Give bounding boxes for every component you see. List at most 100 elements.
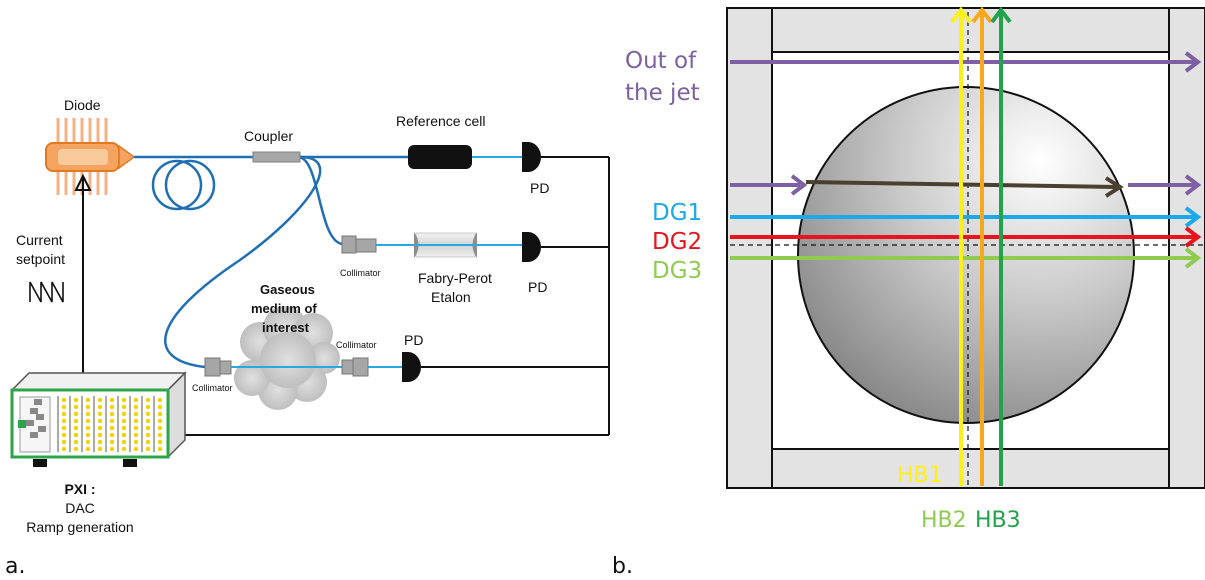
- pxi-slot-dot: [121, 446, 127, 452]
- pxi-slot-dot: [145, 404, 151, 410]
- pxi-slot-dot: [133, 397, 139, 403]
- pxi-slot-dot: [157, 439, 163, 445]
- laser-diode: [45, 118, 136, 195]
- pxi-slot-dot: [85, 432, 91, 438]
- pd1-label: PD: [530, 180, 549, 196]
- coupler: [252, 151, 301, 163]
- pxi-slot-dot: [133, 432, 139, 438]
- collimator-fp-body: [341, 235, 357, 254]
- panel-b-tag: b.: [612, 554, 633, 579]
- pxi-label-1: PXI :: [64, 481, 95, 497]
- pxi-slot-dot: [157, 397, 163, 403]
- coupler-label: Coupler: [244, 128, 293, 144]
- pxi-slot-dot: [97, 425, 103, 431]
- pxi-slot-dot: [61, 411, 67, 417]
- pxi-slot-dot: [121, 397, 127, 403]
- setpoint-arrow: [74, 173, 92, 191]
- pxi-slot-dot: [121, 432, 127, 438]
- pxi-slot-dot: [61, 432, 67, 438]
- photodiode-3: [402, 352, 421, 382]
- pxi-slot-dot: [85, 397, 91, 403]
- pxi-slot-dot: [121, 411, 127, 417]
- optical-fiber: [134, 155, 408, 369]
- pxi-slot-dot: [157, 404, 163, 410]
- collimator-out-body: [352, 357, 369, 377]
- reference-cell: [408, 145, 472, 169]
- pxi-slot-dot: [61, 418, 67, 424]
- collimator-fp-lens: [355, 238, 377, 253]
- pxi-slot-dot: [73, 439, 79, 445]
- pxi-slot-dot: [109, 404, 115, 410]
- pxi-slot-dot: [109, 411, 115, 417]
- hb2-label: HB2: [921, 508, 967, 533]
- dg3-label: DG3: [652, 258, 702, 284]
- pxi-slot-dot: [157, 446, 163, 452]
- pxi-slot-dot: [97, 446, 103, 452]
- pxi-slot-dot: [61, 397, 67, 403]
- pxi-slot-dot: [145, 432, 151, 438]
- dg1-label: DG1: [652, 200, 702, 226]
- pxi-slot-dot: [133, 439, 139, 445]
- pxi-slot-dot: [97, 411, 103, 417]
- hb3-beam: [990, 6, 1012, 486]
- gas-label-3: interest: [262, 320, 310, 335]
- collimator-in-body: [204, 357, 221, 377]
- pxi-slot-dot: [121, 404, 127, 410]
- collimator-in-label: Collimator: [192, 383, 233, 393]
- center-lines: [730, 12, 1203, 486]
- pxi-slot-dot: [97, 439, 103, 445]
- pxi-slot-dot: [157, 411, 163, 417]
- pxi-slot-dot: [121, 439, 127, 445]
- pxi-slot-dot: [133, 418, 139, 424]
- pxi-slot-dot: [133, 446, 139, 452]
- pxi-slot-dot: [61, 446, 67, 452]
- hb1-label: HB1: [897, 463, 943, 488]
- panel-b: Out of the jet DG1 DG2 DG3 HB1 HB2 HB3 b…: [612, 6, 1205, 579]
- pxi-slot-dot: [73, 425, 79, 431]
- pxi-slot-dot: [73, 432, 79, 438]
- pxi-slot-dot: [85, 411, 91, 417]
- chamber-braces: [771, 8, 1170, 488]
- diode-label: Diode: [64, 97, 101, 113]
- pxi-slot-dot: [145, 418, 151, 424]
- pxi-slot-dot: [157, 432, 163, 438]
- pd2-label: PD: [528, 279, 547, 295]
- pxi-slot-dot: [133, 411, 139, 417]
- fabry-perot-etalon: [414, 232, 477, 258]
- pxi-slot-dot: [97, 418, 103, 424]
- pxi-slot-dot: [85, 404, 91, 410]
- collimator-out-label: Collimator: [336, 340, 377, 350]
- pxi-slot-dot: [157, 418, 163, 424]
- pxi-slot-dot: [85, 418, 91, 424]
- pxi-slot-dot: [121, 418, 127, 424]
- pxi-slot-dot: [97, 432, 103, 438]
- pxi-slot-dot: [145, 425, 151, 431]
- collimator-in-lens: [219, 360, 232, 375]
- collimator-out-lens: [341, 359, 354, 375]
- pxi-slot-dot: [109, 397, 115, 403]
- out-of-jet-label-2: the jet: [625, 80, 700, 106]
- gas-jet-sphere: [797, 86, 1135, 424]
- pxi-slot-dot: [145, 411, 151, 417]
- pxi-slot-dot: [85, 439, 91, 445]
- pd3-label: PD: [404, 332, 423, 348]
- hb3-label: HB3: [975, 508, 1021, 533]
- collimator-fp-label: Collimator: [340, 268, 381, 278]
- pxi-slot-dot: [109, 446, 115, 452]
- signal-wires: [82, 156, 610, 436]
- reference-cell-label: Reference cell: [396, 113, 486, 129]
- pxi-slot-dot: [73, 411, 79, 417]
- pxi-chassis: [10, 371, 187, 467]
- pxi-slot-dot: [97, 397, 103, 403]
- gas-label-1: Gaseous: [260, 282, 315, 297]
- pxi-slot-dot: [109, 432, 115, 438]
- pxi-slot-dot: [109, 425, 115, 431]
- pxi-slot-dot: [61, 439, 67, 445]
- hb1-beam: [950, 6, 972, 486]
- pxi-label-3: Ramp generation: [26, 519, 133, 535]
- current-setpoint-label-1: Current: [16, 232, 63, 248]
- panel-a-tag: a.: [5, 554, 25, 579]
- pxi-slot-dot: [97, 404, 103, 410]
- photodiode-2: [522, 232, 541, 262]
- panel-a: Diode Coupler Reference cell PD Collimat…: [5, 97, 610, 579]
